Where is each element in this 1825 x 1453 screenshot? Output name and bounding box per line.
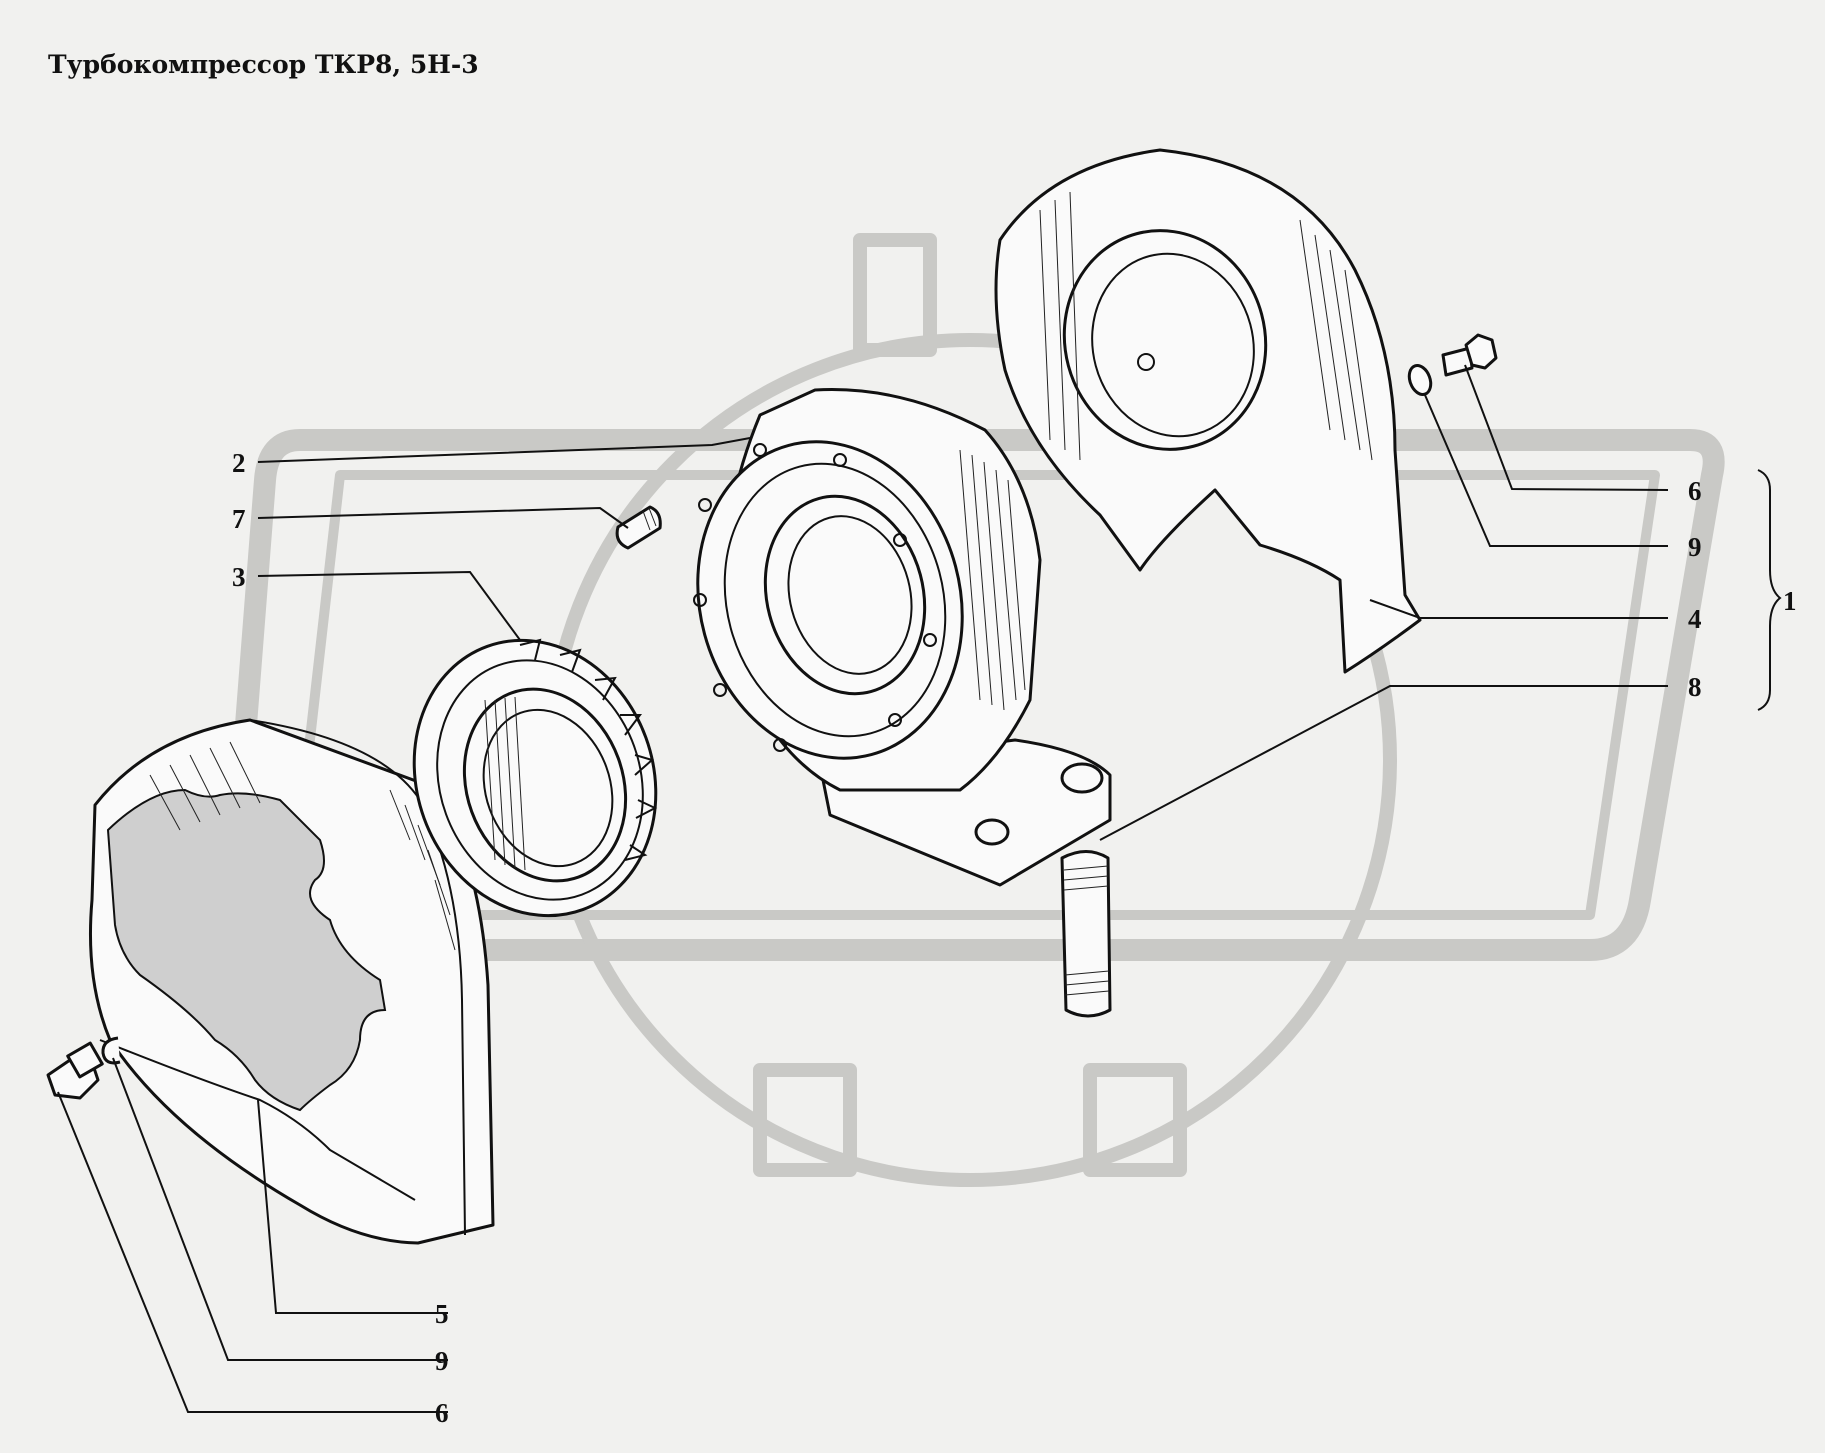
part-9-washer-lower (101, 1036, 121, 1065)
leader-8 (1099, 685, 1668, 841)
part-5-compressor-cover (89, 718, 495, 1245)
leader-9-bottom (112, 1057, 448, 1361)
leader-2 (257, 437, 751, 463)
callout-7: 7 (232, 504, 246, 534)
leader-6-right (1464, 364, 1669, 491)
callout-9-bottom: 9 (435, 1346, 449, 1376)
callout-4: 4 (1688, 604, 1702, 634)
callout-labels: 2 7 3 6 9 4 8 1 5 9 6 (232, 448, 1797, 1428)
part-2-bearing-housing (693, 388, 1112, 887)
diagram-title: Турбокомпрессор ТКР8, 5Н-3 (48, 50, 479, 79)
callout-2: 2 (232, 448, 246, 478)
part-6-bolt-lower (46, 1041, 104, 1100)
part-8-stud (1060, 850, 1112, 1018)
group-brace-1 (1757, 469, 1782, 711)
part-3-seal-ring (412, 638, 658, 918)
leader-lines (57, 364, 1782, 1413)
leader-7 (257, 506, 629, 529)
callout-3: 3 (232, 562, 246, 592)
callout-5: 5 (435, 1299, 449, 1329)
leader-9-right (1424, 394, 1668, 547)
leader-3 (257, 570, 521, 641)
callout-9-right: 9 (1688, 532, 1702, 562)
part-9-washer-upper (1407, 363, 1433, 397)
leader-5 (257, 1099, 448, 1314)
leader-4 (1369, 599, 1668, 619)
part-4-turbine-cover (994, 148, 1422, 674)
leader-6-bottom (57, 1091, 448, 1413)
part-7-pin (615, 505, 662, 550)
part-6-bolt-upper (1441, 333, 1498, 377)
callout-6-bottom: 6 (435, 1398, 449, 1428)
callout-8: 8 (1688, 672, 1702, 702)
callout-6-right: 6 (1688, 476, 1702, 506)
callout-1: 1 (1783, 586, 1797, 616)
